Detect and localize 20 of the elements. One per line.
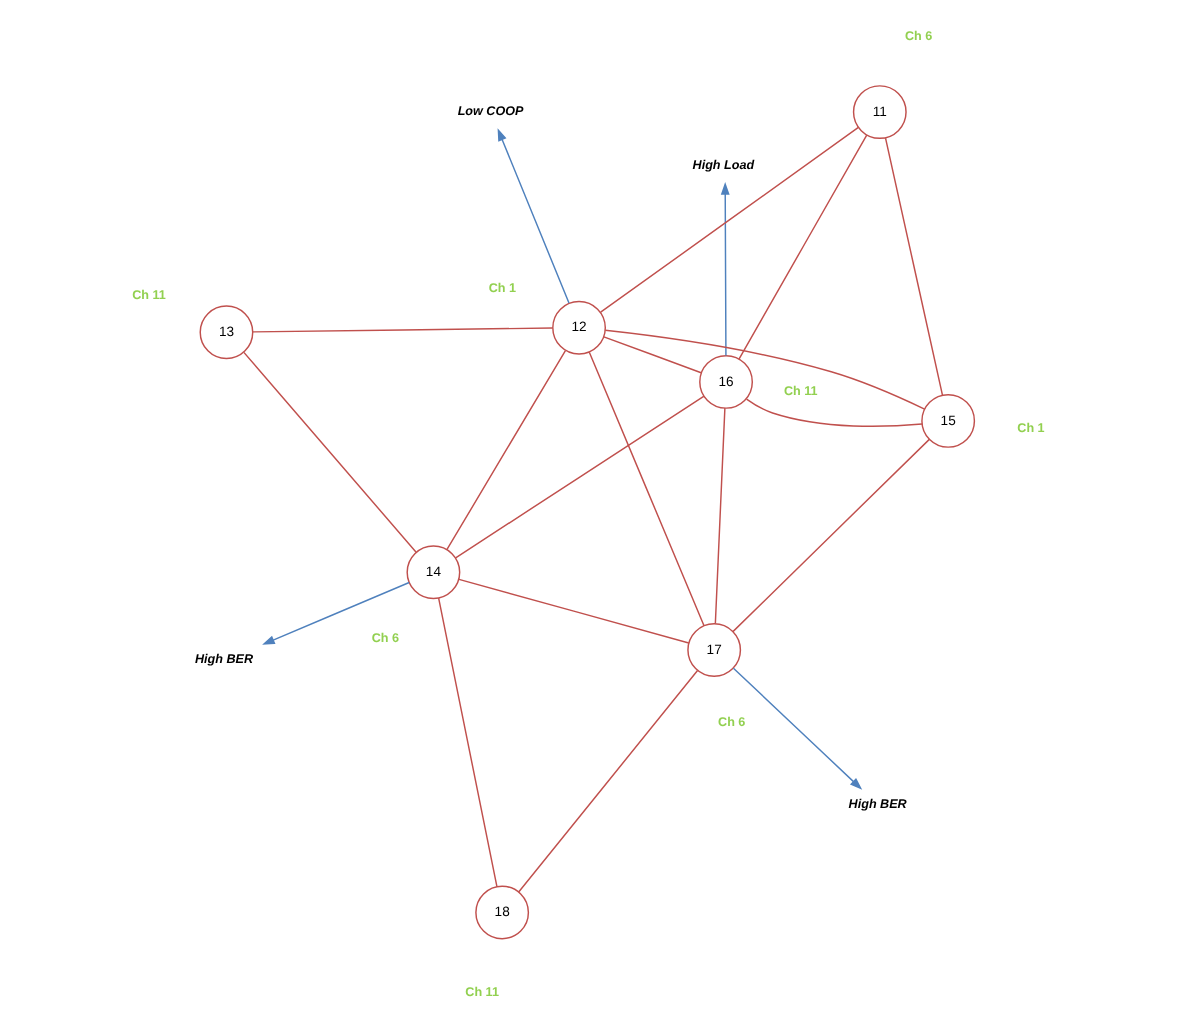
connector xyxy=(713,407,725,625)
connector xyxy=(587,351,704,627)
connector xyxy=(445,349,566,551)
connector xyxy=(516,669,698,893)
connector xyxy=(453,395,704,559)
arrow xyxy=(261,581,409,645)
connector xyxy=(242,351,416,553)
connector xyxy=(883,137,943,396)
connector xyxy=(436,597,497,888)
arrow xyxy=(496,128,569,304)
connector xyxy=(598,126,859,313)
connector xyxy=(602,336,701,374)
arrow xyxy=(719,182,729,357)
connector xyxy=(457,578,689,644)
connector xyxy=(731,438,930,633)
arrow xyxy=(731,667,862,790)
connector xyxy=(744,398,922,428)
connector xyxy=(251,327,553,333)
connector xyxy=(737,134,867,360)
connector xyxy=(603,329,925,410)
